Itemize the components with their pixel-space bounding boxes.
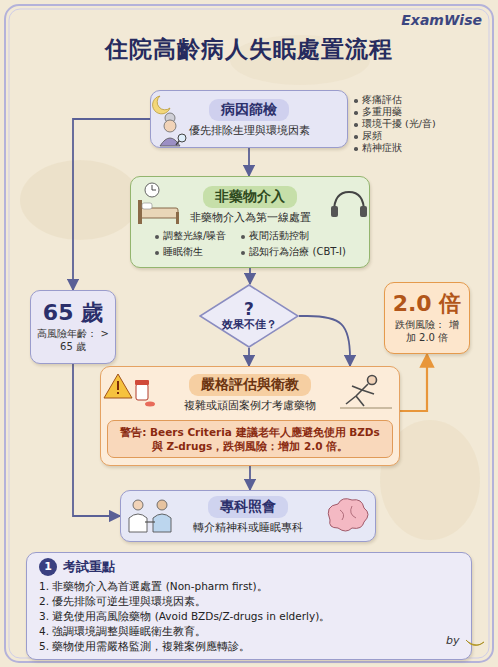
flow-arrow	[248, 148, 250, 176]
checklist-item: 精神症狀	[354, 142, 402, 155]
non-pharm-box: 非藥物介入非藥物介入為第一線處置調整光線/噪音夜間活動控制睡眠衛生認知行為治療 …	[130, 176, 370, 268]
bullet-item: 睡眠衛生	[154, 245, 226, 259]
box-body: 複雜或頑固案例才考慮藥物	[184, 399, 316, 414]
decision-diamond: ?效果不佳？	[199, 284, 299, 348]
box-heading: 非藥物介入	[203, 186, 297, 208]
flow-arrow	[248, 348, 250, 366]
brain-icon	[328, 499, 368, 531]
age-stat-box: 65 歲高風險年齡： > 65 歲	[30, 290, 116, 364]
falling-person-icon	[340, 376, 392, 409]
diagram-title: 住院高齡病人失眠處置流程	[105, 36, 393, 62]
flow-arrow	[299, 316, 350, 366]
key-point: 5. 藥物使用需嚴格監測，複雜案例應轉診。	[39, 639, 250, 654]
title-band: 住院高齡病人失眠處置流程	[0, 34, 498, 65]
headphones-icon	[331, 192, 367, 217]
signature: by	[446, 634, 460, 647]
brand-mark: ExamWise	[401, 12, 482, 28]
bed-icon	[138, 200, 179, 224]
box-heading: 專科照會	[208, 496, 288, 518]
box-body: 優先排除生理與環境因素	[189, 124, 310, 139]
bullet-item: 認知行為治療 (CBT-I)	[240, 245, 346, 259]
stat-number: 65 歲	[43, 300, 103, 326]
key-point: 4. 強調環境調整與睡眠衛生教育。	[39, 624, 206, 639]
box-body: 轉介精神科或睡眠專科	[193, 521, 303, 536]
moon-icon	[153, 96, 170, 114]
warning-box: 警告: Beers Criteria 建議老年人應避免使用 BZDs 與 Z-d…	[107, 420, 393, 458]
screening-box: 病因篩檢優先排除生理與環境因素	[150, 90, 348, 148]
box-heading: 病因篩檢	[209, 99, 289, 121]
flow-arrow	[249, 268, 251, 284]
warning-text: 警告: Beers Criteria 建議老年人應避免使用 BZDs 與 Z-d…	[116, 425, 384, 453]
panel-heading-row: 1 考試重點	[39, 558, 115, 576]
flow-arrow	[400, 354, 427, 411]
key-point: 1. 非藥物介入為首選處置 (Non-pharm first)。	[39, 579, 268, 594]
bullet-grid: 調整光線/噪音夜間活動控制睡眠衛生認知行為治療 (CBT-I)	[154, 229, 346, 258]
decision-mark: ?	[244, 300, 254, 319]
key-point: 2. 優先排除可逆生理與環境因素。	[39, 594, 206, 609]
key-point: 3. 避免使用高風險藥物 (Avoid BZDs/Z-drugs in elde…	[39, 609, 330, 624]
checklist-item: 疼痛評估	[354, 94, 402, 107]
box-heading: 嚴格評估與衛教	[189, 374, 311, 396]
referral-box: 專科照會轉介精神科或睡眠專科	[120, 490, 376, 542]
clock-icon	[145, 183, 159, 197]
bullet-item: 夜間活動控制	[240, 229, 346, 243]
doctors-icon	[129, 500, 171, 532]
callout-number: 1	[39, 558, 57, 576]
assessment-box: 嚴格評估與衛教複雜或頑固案例才考慮藥物警告: Beers Criteria 建議…	[100, 366, 400, 466]
box-body: 非藥物介入為第一線處置	[190, 211, 311, 226]
decision-text: 效果不佳？	[222, 318, 277, 332]
exam-points-panel: 1 考試重點 1. 非藥物介入為首選處置 (Non-pharm first)。2. …	[26, 552, 472, 660]
bullet-item: 調整光線/噪音	[154, 229, 226, 243]
signature-emoji	[466, 640, 484, 646]
nested-area: 警告: Beers Criteria 建議老年人應避免使用 BZDs 與 Z-d…	[107, 414, 393, 458]
checklist-item: 環境干擾 (光/音)	[354, 118, 436, 131]
checklist-item: 尿頻	[354, 130, 382, 143]
panel-heading: 考試重點	[63, 558, 115, 576]
flow-arrow	[249, 466, 251, 490]
stat-number: 2.0 倍	[393, 291, 462, 317]
fall-risk-box: 2.0 倍跌倒風險： 增加 2.0 倍	[384, 282, 470, 354]
checklist-item: 多重用藥	[354, 106, 402, 119]
medication-warning-icon	[104, 374, 155, 407]
stat-caption: 高風險年齡： > 65 歲	[37, 327, 109, 354]
stat-caption: 跌倒風險： 增加 2.0 倍	[391, 318, 463, 345]
elderly-figure-icon	[160, 113, 186, 146]
